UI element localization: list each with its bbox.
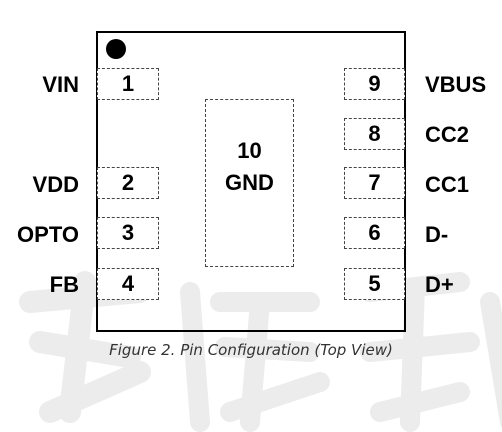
center-pad-name: GND — [225, 170, 274, 195]
pin-name-vin: VIN — [42, 72, 79, 97]
pin-number: 9 — [368, 71, 381, 96]
pin1-indicator-dot — [106, 39, 126, 59]
pin-number: 4 — [121, 271, 135, 296]
pin-name-d-minus: D- — [425, 222, 449, 247]
pin-number: 8 — [368, 121, 381, 146]
pin-name-cc2: CC2 — [425, 122, 470, 147]
pin-number: 3 — [121, 220, 135, 245]
exposed-pad-gnd — [205, 99, 294, 267]
pin-number: 5 — [368, 271, 381, 296]
pad-pin-5: 5 — [344, 268, 405, 300]
pin-number: 6 — [368, 220, 381, 245]
pad-pin-9: 9 — [344, 68, 405, 100]
center-pad-number: 10 — [237, 138, 262, 163]
pad-pin-2: 2 — [97, 167, 159, 199]
pin-number: 2 — [121, 170, 135, 195]
pin-name-vbus: VBUS — [425, 72, 487, 97]
figure-caption: Figure 2. Pin Configuration (Top View) — [109, 341, 393, 359]
pad-pin-1: 1 — [97, 68, 159, 100]
pin-name-opto: OPTO — [17, 222, 79, 247]
pad-pin-6: 6 — [344, 217, 405, 249]
pin-name-vdd: VDD — [32, 172, 79, 197]
pad-pin-7: 7 — [344, 167, 405, 199]
pin-number: 7 — [368, 170, 381, 195]
pad-pin-3: 3 — [97, 217, 159, 249]
pin-name-fb: FB — [49, 272, 79, 297]
pin-name-d-plus: D+ — [425, 272, 454, 297]
pad-pin-8: 8 — [344, 118, 405, 150]
pad-pin-4: 4 — [97, 268, 159, 300]
pin-number: 1 — [121, 71, 135, 96]
pin-name-cc1: CC1 — [425, 172, 470, 197]
